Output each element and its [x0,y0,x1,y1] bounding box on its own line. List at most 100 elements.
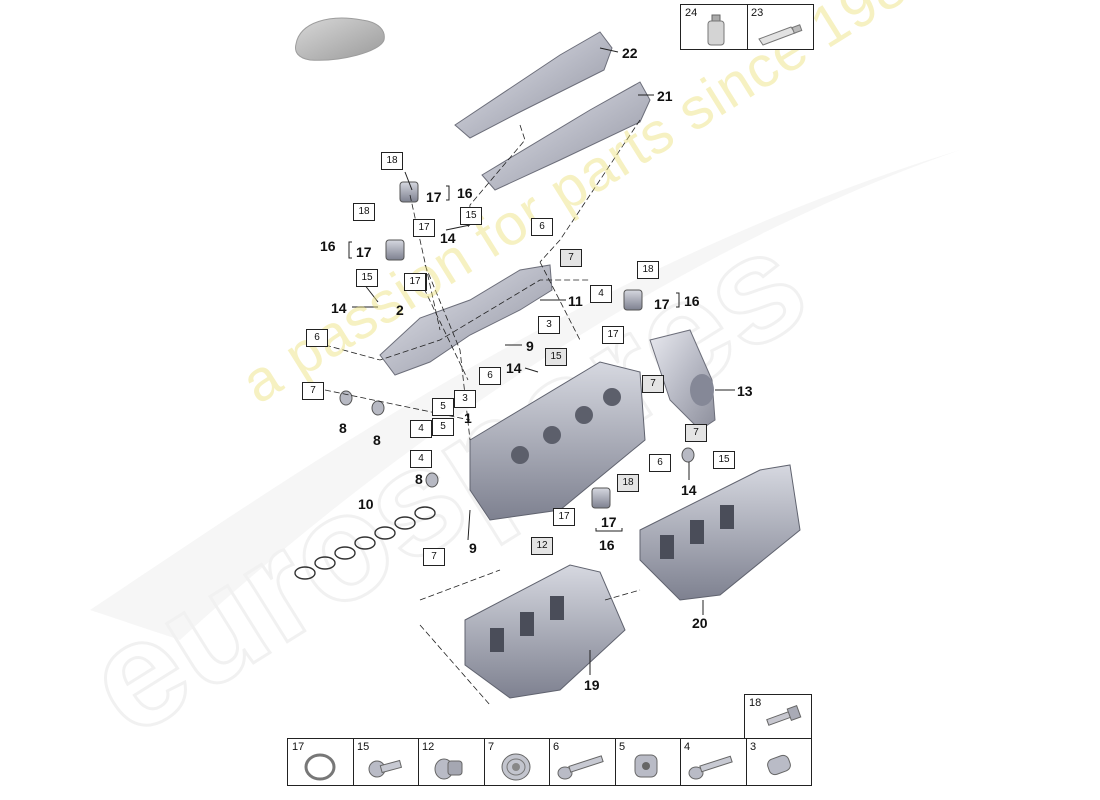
sealing-plugs [339,390,695,488]
ref-box-7: 7 [560,249,582,267]
callout-17: 17 [601,514,617,530]
legend-cell-18: 18 [744,694,812,740]
callout-13: 13 [737,383,753,399]
timing-cover [649,329,716,431]
ref-box-17: 17 [602,326,624,344]
dashed-assembly-lines [324,119,641,706]
dowel-icon [767,754,791,776]
legend-number: 18 [749,697,762,709]
bolt-icon [688,755,733,780]
callout-14: 14 [681,482,697,498]
legend-cell-7: 7 [484,739,550,785]
callout-8: 8 [339,420,347,436]
ref-box-15: 15 [545,348,567,366]
legend-cell-12: 12 [418,739,485,785]
legend-number: 12 [422,741,435,753]
callout-11: 11 [568,293,583,309]
legend-cell-24: 24 [681,5,748,49]
legend-fasteners: 17 15 12 7 6 5 [287,738,812,786]
callout-14: 14 [506,360,522,376]
legend-cell-3: 3 [746,739,811,785]
legend-number: 5 [619,741,626,753]
ref-box-15: 15 [460,207,482,225]
callout-1: 1 [464,410,472,426]
camshaft-cover-21 [481,81,651,191]
callout-8: 8 [373,432,381,448]
callout-17: 17 [426,189,442,205]
leader-lines [352,47,735,675]
ref-box-7: 7 [423,548,445,566]
ref-box-18: 18 [637,261,659,279]
cap-screw-icon [766,705,802,726]
legend-number: 17 [292,741,305,753]
long-bolt-icon [557,755,604,780]
ref-box-6: 6 [649,454,671,472]
callout-20: 20 [692,615,708,631]
legend-consumables: 24 23 [680,4,814,50]
ref-box-4: 4 [410,420,432,438]
plug-icon [434,758,463,780]
camshaft-carrier [379,264,553,376]
callout-16: 16 [457,185,473,201]
bed-plate-19 [464,564,626,699]
cylinder-head [469,361,646,521]
bracket-marks [348,185,680,532]
callout-14: 14 [440,230,456,246]
camshaft-cover-22 [454,31,613,139]
ref-box-15: 15 [713,451,735,469]
oil-bottle-icon [707,14,725,46]
ref-box-5: 5 [432,398,454,416]
ref-box-3: 3 [454,390,476,408]
legend-cell-4: 4 [680,739,747,785]
legend-number: 7 [488,741,495,753]
ref-box-4: 4 [410,450,432,468]
callout-16: 16 [599,537,615,553]
callout-8: 8 [415,471,423,487]
solenoid-valves [385,181,643,509]
legend-cell-6: 6 [549,739,616,785]
ref-box-15: 15 [356,269,378,287]
car-icon [295,17,385,61]
legend-number: 3 [750,741,757,753]
ref-box-7: 7 [302,382,324,400]
ref-box-7: 7 [685,424,707,442]
ref-box-18: 18 [353,203,375,221]
callout-14: 14 [331,300,347,316]
legend-cell-15: 15 [353,739,419,785]
callout-2: 2 [396,302,404,318]
bolt-icon [368,759,403,778]
callout-21: 21 [657,88,673,104]
callout-16: 16 [684,293,700,309]
o-ring-icon [304,753,336,781]
callout-10: 10 [358,496,374,512]
svg-text:eurospares: eurospares [58,196,833,767]
legend-number: 24 [685,7,698,19]
ref-box-5: 5 [432,418,454,436]
ref-box-17: 17 [553,508,575,526]
callout-22: 22 [622,45,638,61]
bed-plate-20 [639,464,801,601]
legend-cell-23: 23 [747,5,813,49]
ref-box-12: 12 [531,537,553,555]
sealant-tube-icon [758,24,803,46]
ref-box-18: 18 [381,152,403,170]
gasket-set [294,506,436,580]
callout-19: 19 [584,677,600,693]
ref-box-17-b: 17 [404,273,426,291]
callout-17: 17 [654,296,670,312]
callout-17: 17 [356,244,372,260]
callout-16: 16 [320,238,336,254]
callout-9: 9 [469,540,477,556]
ref-box-6: 6 [531,218,553,236]
callout-9: 9 [526,338,534,354]
sleeve-icon [634,754,658,778]
ref-box-3: 3 [538,316,560,334]
ref-box-18: 18 [617,474,639,492]
threaded-plug-icon [501,753,531,781]
legend-cell-17: 17 [288,739,354,785]
ref-box-17: 17 [413,219,435,237]
legend-number: 6 [553,741,560,753]
ref-box-6: 6 [306,329,328,347]
legend-number: 4 [684,741,691,753]
